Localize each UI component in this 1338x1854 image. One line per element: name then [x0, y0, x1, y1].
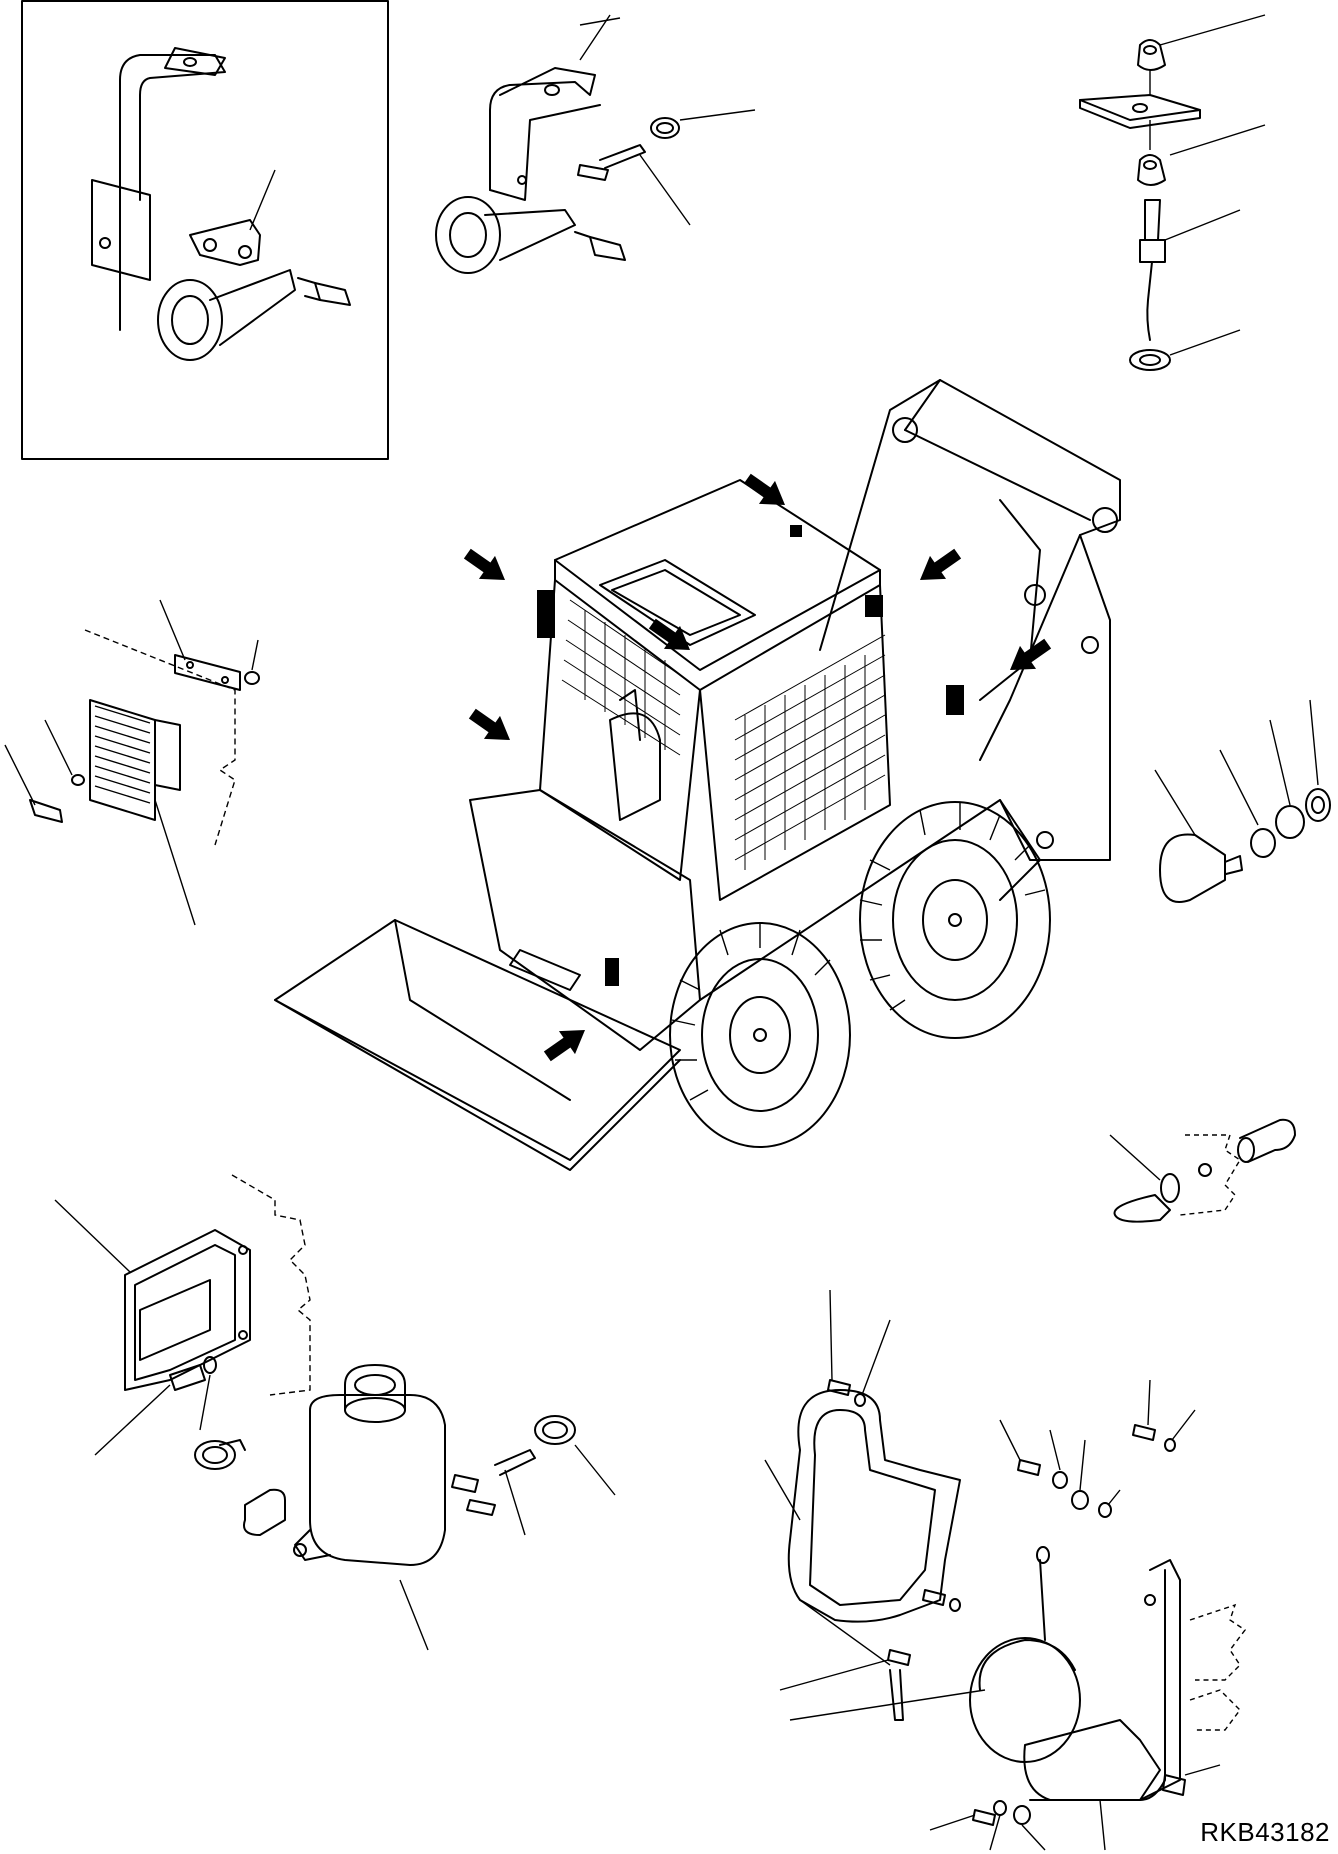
pointer-arrow-icon: [468, 708, 510, 740]
marker-block: [946, 685, 964, 715]
pointer-arrow-icon: [1010, 638, 1052, 670]
inset-horn-assembly: [21, 0, 389, 460]
switch-assembly-top-right: [1079, 14, 1266, 371]
cab-front-screen: [561, 599, 681, 756]
pointer-arrow-icon: [543, 1030, 585, 1062]
rubber-plug-lower-right: [1109, 1118, 1296, 1223]
pointer-arrow-icon: [743, 473, 785, 505]
horn-cover-assembly: [764, 1289, 1247, 1851]
reflector-lens: [94, 705, 151, 804]
horn-assembly-top: [435, 14, 756, 274]
arrow-layer: [463, 473, 1052, 1062]
pointer-arrow-icon: [463, 548, 505, 580]
target-markers: [537, 525, 964, 986]
marker-block: [537, 590, 555, 638]
skid-steer-loader: [274, 379, 1121, 1171]
reflector-assembly-left: [4, 599, 260, 926]
drawing-code: RKB43182: [1200, 1817, 1330, 1847]
cab-side-screen: [734, 634, 886, 870]
mounting-bracket-lower-left: [54, 1174, 311, 1456]
pointer-arrow-icon: [920, 548, 962, 580]
washer-tank: [194, 1364, 616, 1651]
rubber-plug-right: [1154, 699, 1331, 903]
marker-block: [790, 525, 802, 537]
front-wheel: [669, 922, 851, 1148]
marker-block: [865, 595, 883, 617]
bucket: [274, 919, 681, 1171]
pointer-arrow-icon: [648, 618, 690, 650]
rear-wheel: [859, 801, 1051, 1039]
inset-frame: [21, 0, 389, 460]
marker-block: [605, 958, 619, 986]
